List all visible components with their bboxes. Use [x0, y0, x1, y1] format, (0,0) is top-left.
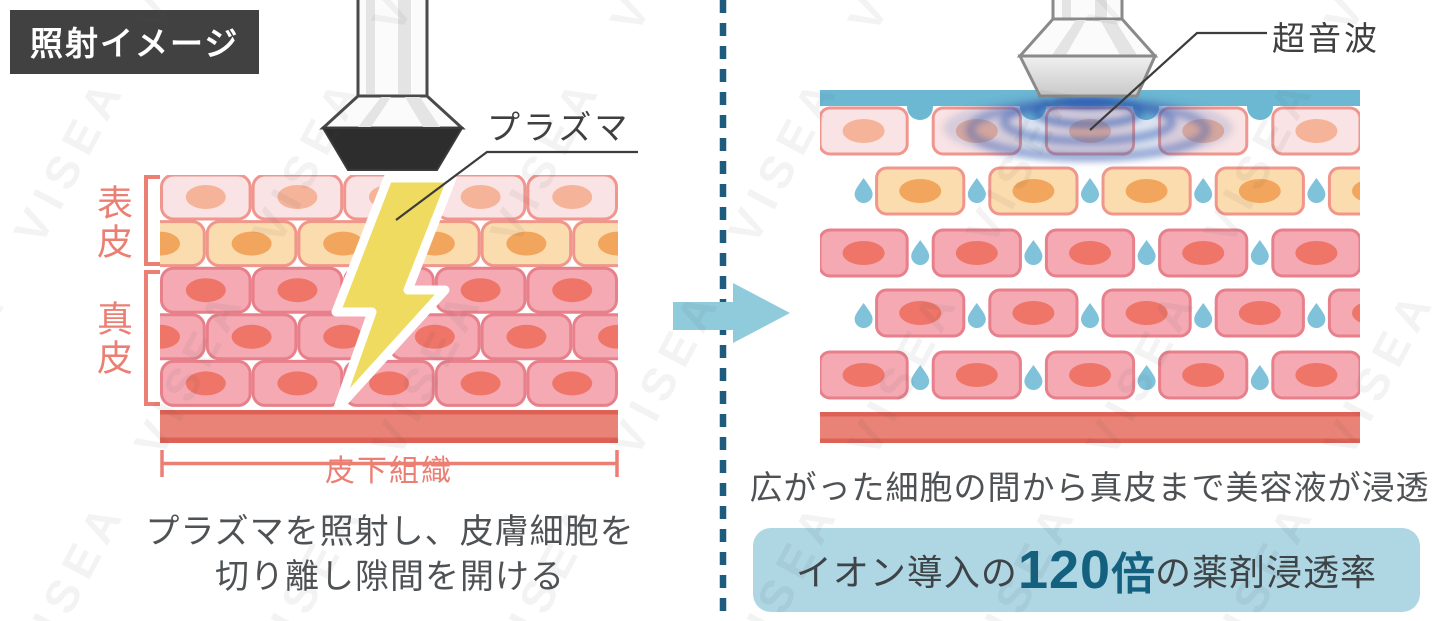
- left-caption: プラズマを照射し、皮膚細胞を 切り離し隙間を開ける: [110, 510, 670, 600]
- plasma-bolt: [331, 173, 457, 413]
- left-caption-line1: プラズマを照射し、皮膚細胞を: [145, 513, 635, 551]
- subcutaneous-label: 皮下組織: [325, 455, 453, 488]
- ultrasound-leader-line: [1089, 31, 1267, 131]
- banner-suffix: の薬剤浸透率: [1155, 552, 1378, 593]
- ultrasound-ripples: [943, 94, 1233, 162]
- plasma-label: プラズマ: [487, 109, 631, 146]
- ultrasound-device: [1016, 0, 1159, 98]
- serum-droplets: [854, 178, 1326, 391]
- plasma-device: [319, 0, 466, 171]
- banner-unit: 倍: [1111, 550, 1156, 599]
- transition-arrow-icon: [673, 283, 790, 343]
- banner-prefix: イオン導入の: [795, 552, 1018, 593]
- right-caption: 広がった細胞の間から真皮まで美容液が浸透: [749, 469, 1430, 506]
- epidermis-label: 表皮: [92, 184, 133, 262]
- plasma-leader-line: [395, 150, 638, 221]
- dermis-label: 真皮: [92, 300, 133, 378]
- ultrasound-label: 超音波: [1272, 20, 1380, 57]
- dermis-bracket: [144, 270, 160, 406]
- left-caption-line2: 切り離し隙間を開ける: [215, 558, 565, 596]
- title-badge: 照射イメージ: [10, 10, 260, 74]
- banner-number: 120: [1017, 540, 1112, 600]
- penetration-rate-banner: イオン導入の 120 倍 の薬剤浸透率: [753, 528, 1420, 612]
- subcutaneous-bracket: [160, 450, 619, 477]
- epidermis-bracket: [144, 175, 160, 266]
